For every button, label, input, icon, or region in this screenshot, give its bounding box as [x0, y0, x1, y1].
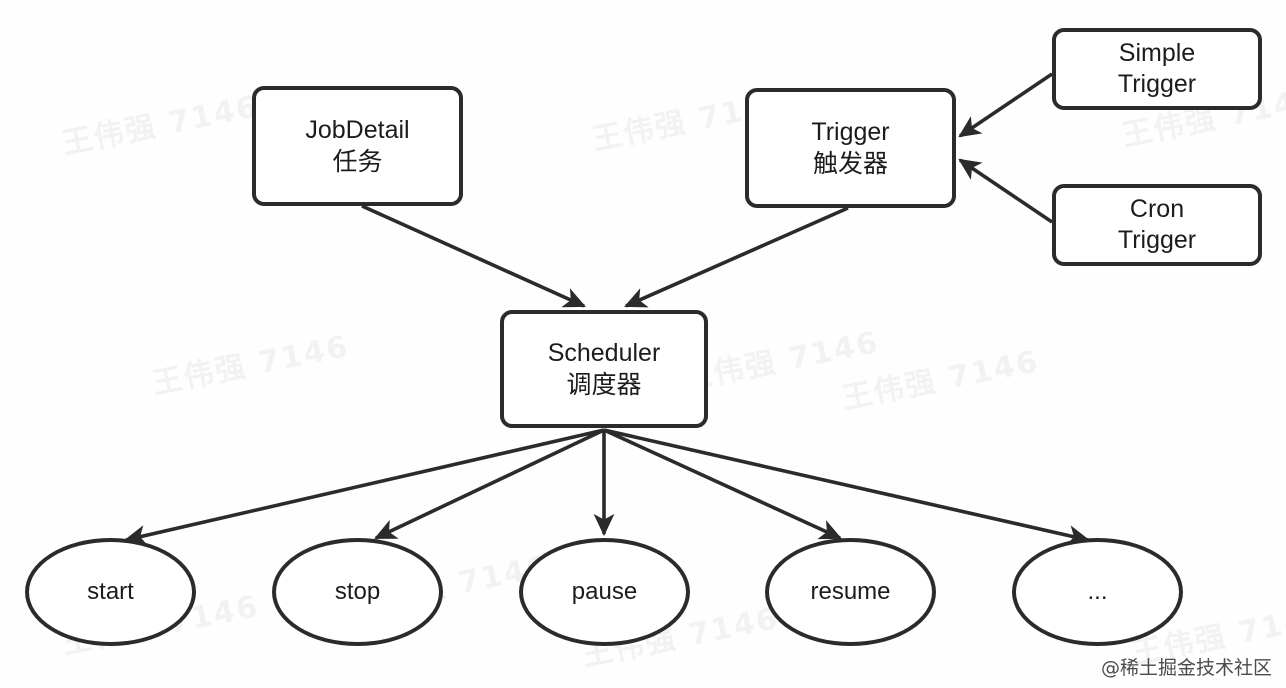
node-simple-trigger-line-2: Trigger — [1117, 70, 1197, 98]
node-jobdetail-line-2: 任务 — [332, 147, 383, 176]
edge-scheduler-to-ellipsis — [603, 428, 1091, 546]
edge-trigger-to-scheduler — [624, 206, 849, 308]
node-jobdetail-line-1: JobDetail — [305, 115, 410, 144]
node-scheduler-line-1: Scheduler — [547, 338, 661, 367]
node-cron-trigger-line-1: Cron — [1129, 194, 1185, 223]
node-trigger-line-1: Trigger — [811, 117, 890, 146]
edge-cron-trigger-to-trigger — [958, 158, 1054, 224]
node-stop[interactable]: stop — [272, 538, 443, 646]
node-start[interactable]: start — [25, 538, 196, 646]
node-trigger[interactable]: Trigger 触发器 — [745, 88, 956, 208]
node-scheduler-line-2: 调度器 — [566, 370, 642, 399]
node-jobdetail[interactable]: JobDetail 任务 — [252, 86, 463, 206]
node-start-line-1: start — [87, 577, 134, 605]
edge-simple-trigger-to-trigger — [958, 72, 1054, 138]
edge-scheduler-to-resume — [603, 428, 842, 540]
edge-scheduler-to-stop — [374, 428, 605, 540]
node-pause-line-1: pause — [571, 577, 638, 605]
node-stop-line-1: stop — [334, 577, 381, 605]
node-trigger-line-2: 触发器 — [812, 149, 888, 178]
node-ellipsis-line-1: ... — [1087, 577, 1108, 605]
node-ellipsis[interactable]: ... — [1012, 538, 1183, 646]
edge-scheduler-to-start — [123, 428, 605, 546]
node-resume-line-1: resume — [810, 577, 891, 605]
edge-jobdetail-to-scheduler — [361, 204, 586, 308]
node-scheduler[interactable]: Scheduler 调度器 — [500, 310, 708, 428]
node-pause[interactable]: pause — [519, 538, 690, 646]
node-resume[interactable]: resume — [765, 538, 936, 646]
node-cron-trigger-line-2: Trigger — [1117, 226, 1197, 254]
node-simple-trigger-line-1: Simple — [1118, 38, 1196, 67]
credit-watermark: @稀土掘金技术社区 — [1100, 657, 1272, 679]
